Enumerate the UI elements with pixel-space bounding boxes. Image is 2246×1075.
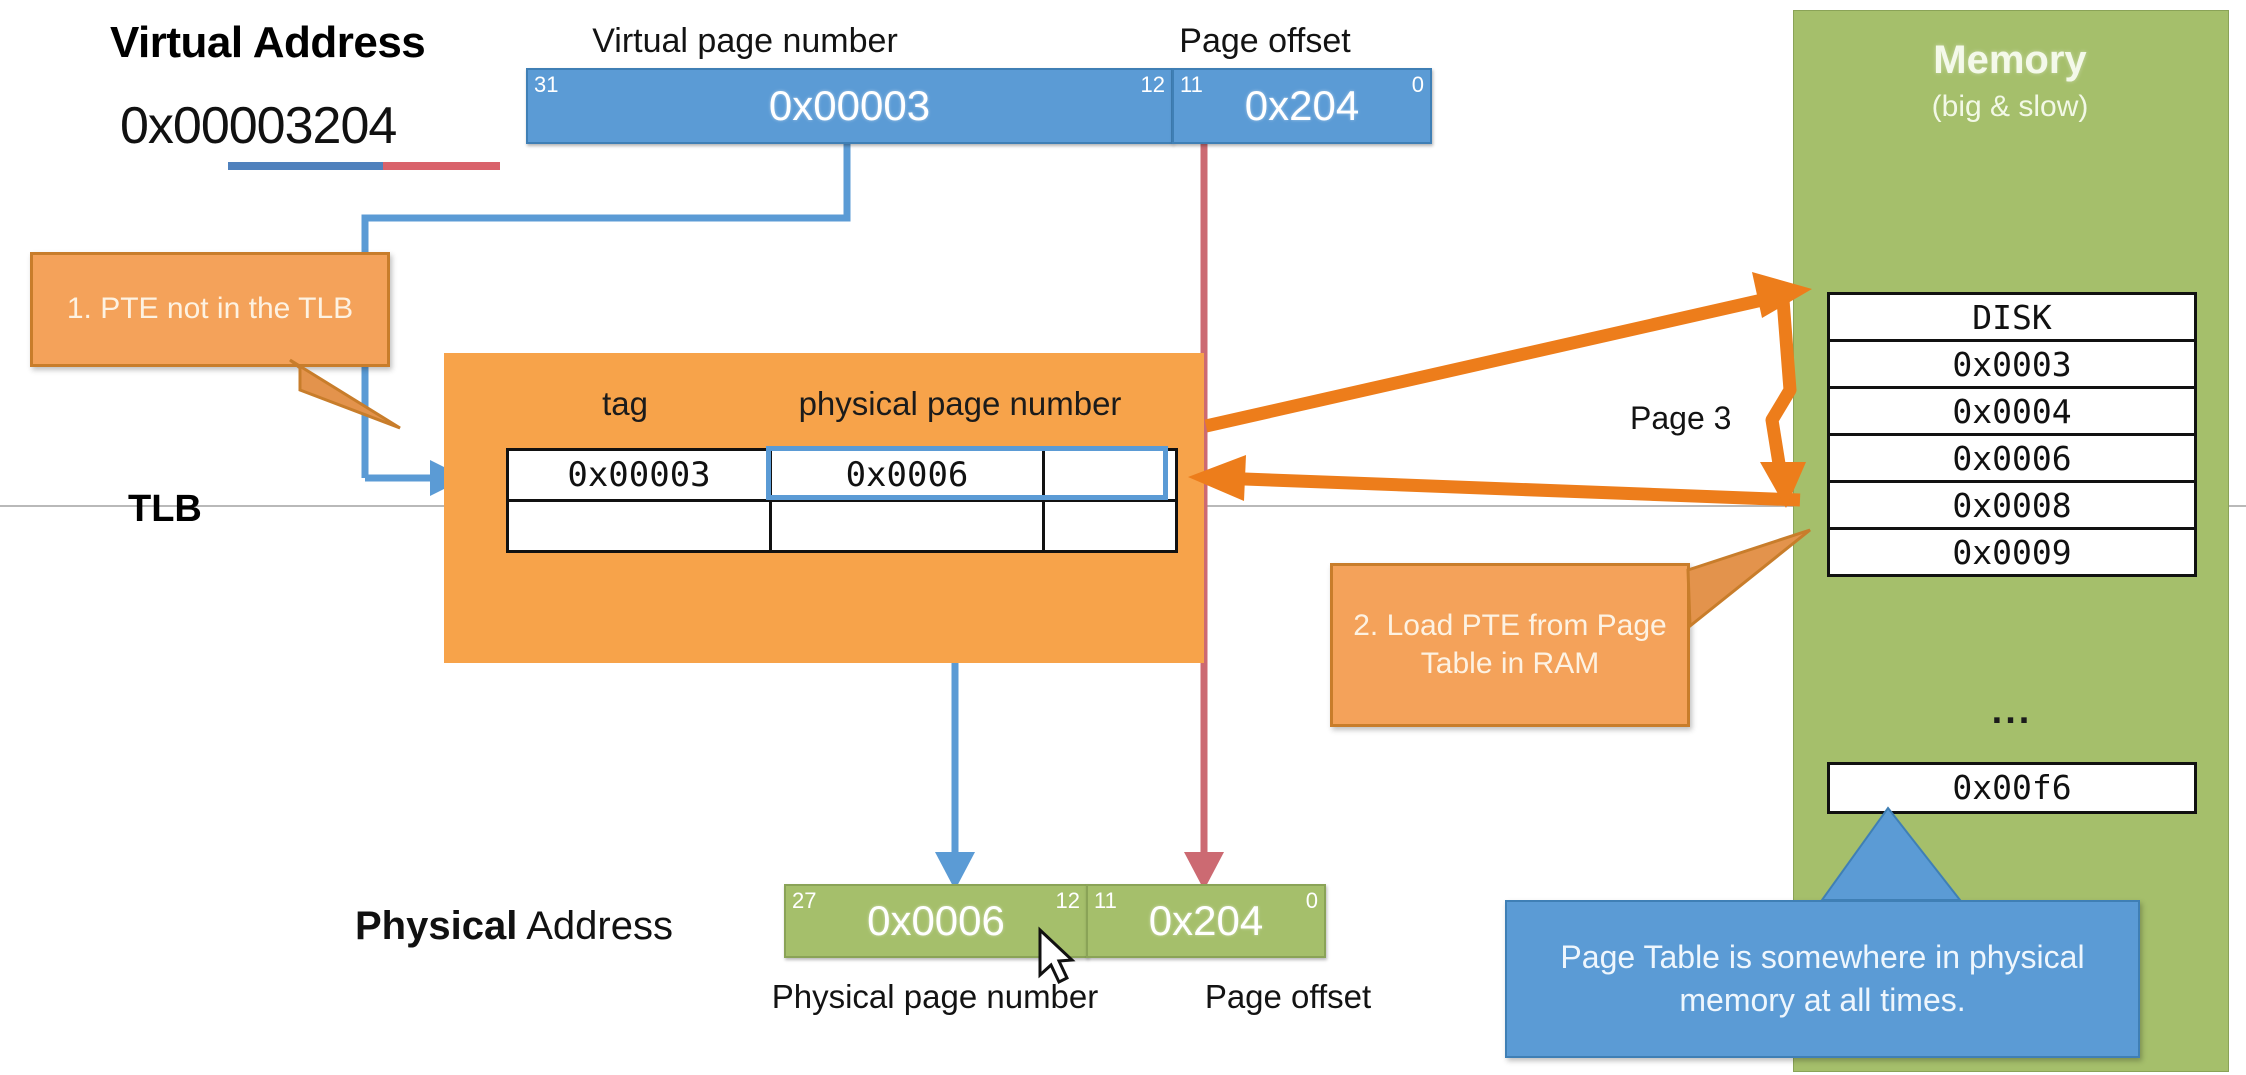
tlb-row-1-tag [506,499,772,553]
table-row: 0x0008 [1827,480,2197,530]
ppn-bit-high: 27 [792,888,817,913]
tlb-box: tag physical page number 0x00003 0x0006 [444,353,1204,663]
physical-address-label-rest: Address [517,904,673,948]
memory-cell-5: 0x0009 [1827,527,2197,577]
physical-address-label: Physical Address [355,904,673,949]
physical-page-number-caption: Physical page number [771,978,1099,1015]
tlb-row-0-ppn: 0x0006 [769,448,1045,502]
table-row [506,499,1178,553]
tlb-row-0-tag: 0x00003 [506,448,772,502]
memory-cell-2: 0x0004 [1827,386,2197,436]
physical-page-number-field: 27 12 0x0006 [784,884,1088,958]
ppn-bit-low: 12 [1055,888,1080,913]
table-row: 0x0003 [1827,339,2197,389]
virtual-address-title: Virtual Address [110,18,426,67]
memory-table: DISK 0x0003 0x0004 0x0006 0x0008 0x0009 [1827,292,2197,577]
virtual-address-offset-underline [383,162,500,170]
tlb-row-1-extra [1042,499,1178,553]
page-table-note: Page Table is somewhere in physical memo… [1505,900,2140,1058]
page-3-label: Page 3 [1630,400,1732,436]
voffset-bit-high: 11 [1180,72,1203,97]
memory-cell-3: 0x0006 [1827,433,2197,483]
memory-subtitle: (big & slow) [1931,90,2089,123]
virtual-page-number-caption: Virtual page number [592,22,898,60]
table-row: 0x0004 [1827,386,2197,436]
virtual-page-number-field: 31 12 0x00003 [526,68,1173,144]
memory-cell-1: 0x0003 [1827,339,2197,389]
vpn-bit-low: 12 [1140,72,1165,97]
ppn-value: 0x0006 [867,897,1005,944]
tlb-ppn-highlight-box [766,446,1168,500]
poffset-bit-high: 11 [1094,888,1117,913]
physical-address-label-bold: Physical [355,904,518,948]
vpn-value: 0x00003 [768,82,931,129]
virtual-page-offset-field: 11 0 0x204 [1172,68,1432,144]
tlb-row-1-ppn [769,499,1045,553]
callout-step-1: 1. PTE not in the TLB [30,252,390,367]
table-row: 0x0006 [1827,433,2197,483]
callout-1-tail [289,358,401,430]
memory-ellipsis: ... [1991,690,2033,732]
memory-to-tlb-response-arrow [1188,455,1801,507]
memory-cell-4: 0x0008 [1827,480,2197,530]
memory-last-cell: 0x00f6 [1827,762,2197,814]
virtual-address-vpn-underline [228,162,383,170]
tlb-header-tag: tag [602,385,648,422]
physical-page-offset-caption: Page offset [1204,978,1372,1015]
tlb-label: TLB [128,488,202,530]
callout-step-2: 2. Load PTE from Page Table in RAM [1330,563,1690,727]
poffset-value: 0x204 [1148,897,1264,944]
voffset-value: 0x204 [1244,82,1360,129]
physical-page-offset-field: 11 0 0x204 [1086,884,1326,958]
vpn-bit-high: 31 [534,72,559,97]
table-row: DISK [1827,292,2197,342]
table-row: 0x0009 [1827,527,2197,577]
virtual-address-value: 0x00003204 [120,97,397,155]
poffset-bit-low: 0 [1305,888,1318,913]
memory-cell-0: DISK [1827,292,2197,342]
callout-2-tail [1686,528,1811,630]
page-offset-caption: Page offset [1179,22,1351,60]
tlb-header-physical-page-number: physical page number [798,385,1122,422]
memory-title: Memory [1933,38,2087,82]
voffset-bit-low: 0 [1411,72,1424,97]
